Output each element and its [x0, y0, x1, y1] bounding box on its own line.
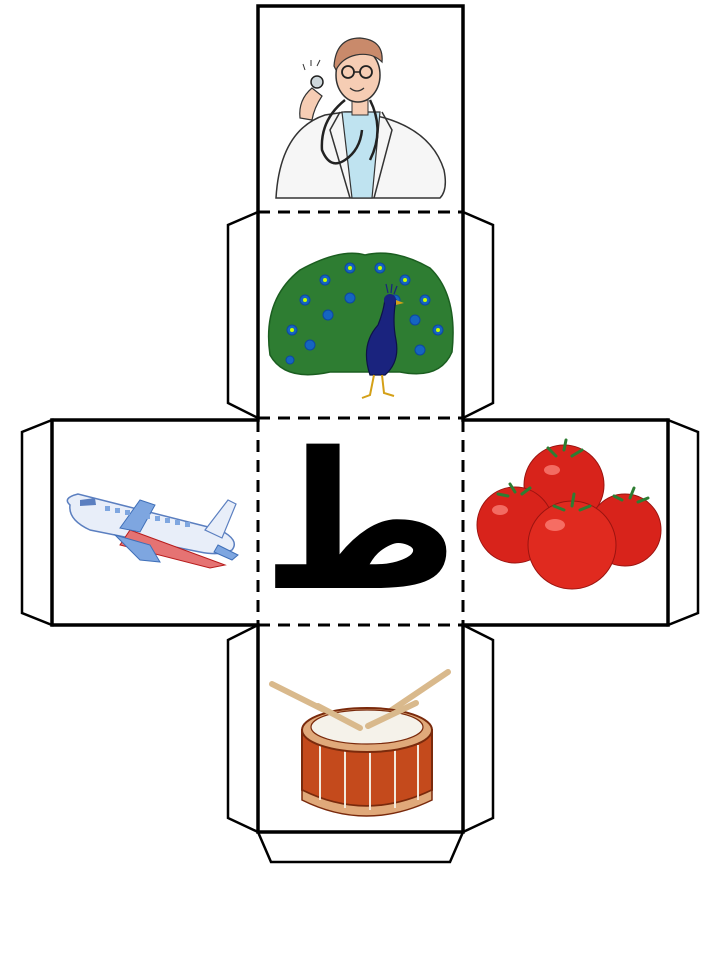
letter-center: ط: [261, 411, 460, 633]
tab-right: [666, 418, 700, 627]
peacock-icon: [267, 252, 454, 399]
tab-lower-right: [461, 622, 495, 834]
drum-icon: [269, 669, 451, 817]
doctor-icon: [275, 37, 447, 199]
tab-upper-left: [226, 210, 260, 421]
tab-upper-right: [461, 210, 495, 421]
fold-lines: [256, 210, 465, 627]
tomatoes-icon: [476, 438, 662, 590]
tab-lower-left: [226, 622, 260, 834]
tab-left: [20, 418, 54, 627]
airplane-icon: [66, 493, 239, 569]
tab-bottom: [256, 830, 465, 864]
